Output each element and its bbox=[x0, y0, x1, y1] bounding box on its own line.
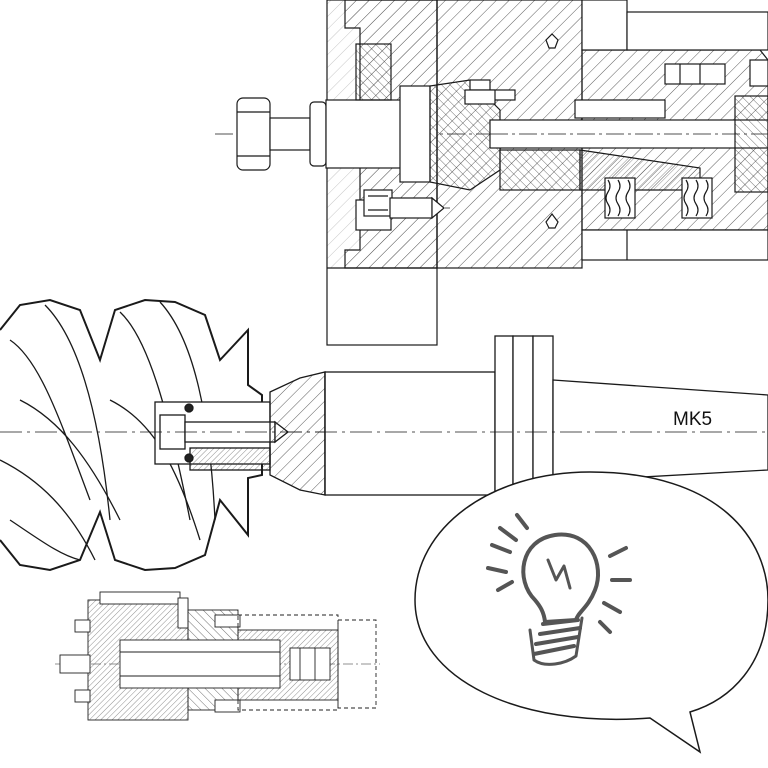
speech-bubble-icon bbox=[414, 471, 768, 754]
taper-label: MK5 bbox=[673, 409, 712, 430]
top-assembly-section bbox=[215, 0, 768, 346]
small-assembly-section bbox=[55, 591, 380, 721]
lightbulb-icon bbox=[486, 513, 632, 666]
worm-cutter-section bbox=[0, 298, 768, 572]
